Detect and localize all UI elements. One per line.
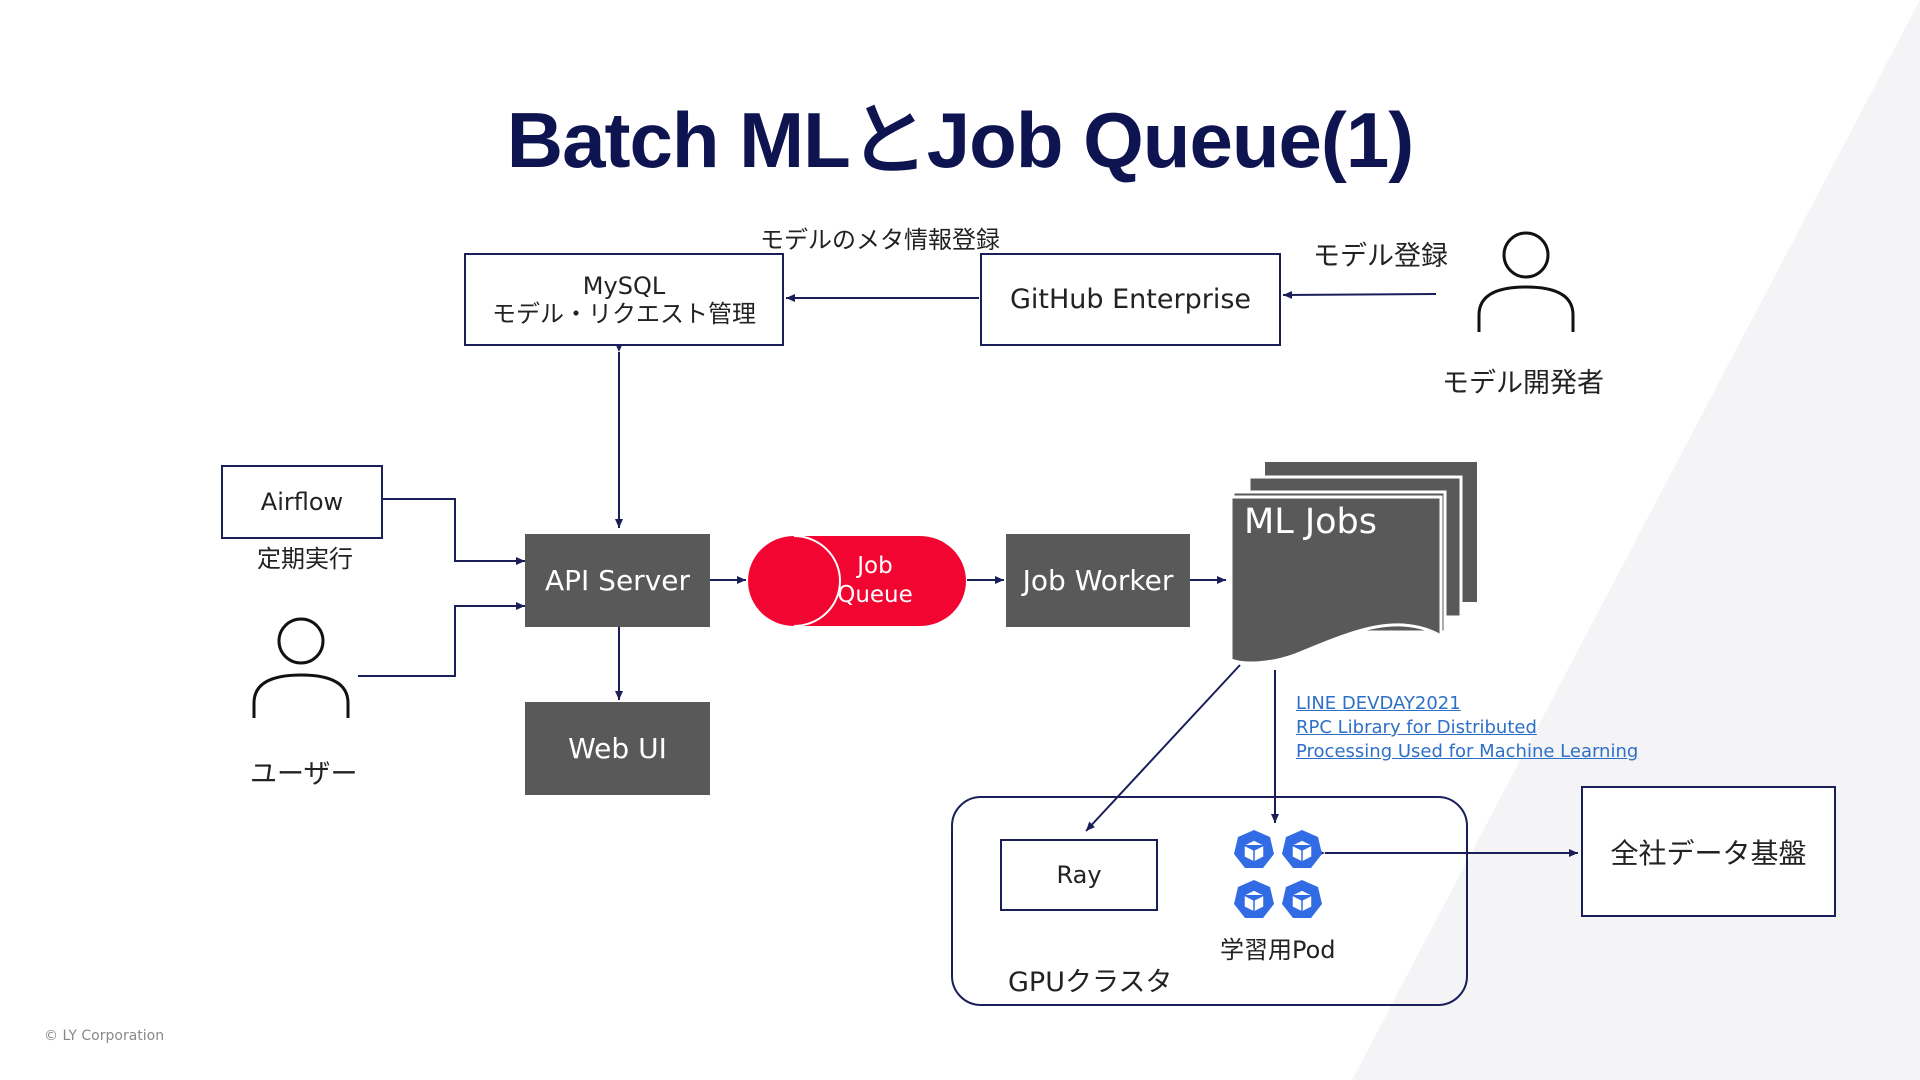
api-server-label: API Server xyxy=(544,564,691,597)
job-worker-box: Job Worker xyxy=(1006,534,1190,627)
arrow-airflow-api xyxy=(382,498,525,565)
airflow-box: Airflow xyxy=(221,465,383,539)
reference-link[interactable]: LINE DEVDAY2021 xyxy=(1296,693,1461,714)
mysql-label: MySQL xyxy=(582,271,666,300)
mysql-sublabel: モデル・リクエスト管理 xyxy=(492,299,756,328)
model-developer-label: モデル開発者 xyxy=(1442,368,1604,399)
kubernetes-pod-icon xyxy=(1282,830,1322,868)
kubernetes-pod-icon xyxy=(1234,880,1274,918)
periodic-run-label: 定期実行 xyxy=(257,545,353,573)
gpu-cluster-label: GPUクラスタ xyxy=(1008,967,1173,998)
reference-link[interactable]: Processing Used for Machine Learning xyxy=(1296,741,1639,762)
job-queue-cylinder xyxy=(748,535,966,627)
job-worker-label: Job Worker xyxy=(1022,564,1174,597)
github-enterprise-box: GitHub Enterprise xyxy=(980,253,1281,346)
kubernetes-pod-icon xyxy=(1282,880,1322,918)
job-queue-label-line2: Queue xyxy=(837,582,913,608)
person-icon xyxy=(1477,231,1575,332)
ray-label: Ray xyxy=(1056,861,1102,889)
web-ui-box: Web UI xyxy=(525,702,710,795)
mysql-box: MySQL モデル・リクエスト管理 xyxy=(464,253,784,346)
copyright-footer: © LY Corporation xyxy=(44,1028,165,1044)
arrow-user-api xyxy=(358,602,525,677)
airflow-label: Airflow xyxy=(260,488,344,516)
reference-link[interactable]: RPC Library for Distributed xyxy=(1296,717,1537,738)
kubernetes-pod-icons xyxy=(1234,830,1322,918)
ml-jobs-documents xyxy=(1229,462,1477,665)
gpu-cluster-container xyxy=(951,796,1468,1006)
ml-jobs-label: ML Jobs xyxy=(1244,502,1378,542)
ray-box: Ray xyxy=(1000,839,1158,911)
company-data-platform-box: 全社データ基盤 xyxy=(1581,786,1836,917)
kubernetes-pod-icon xyxy=(1234,830,1274,868)
model-register-label: モデル登録 xyxy=(1313,241,1448,272)
reference-links: LINE DEVDAY2021 RPC Library for Distribu… xyxy=(1296,692,1638,764)
arrow-developer-github xyxy=(1282,290,1437,299)
training-pod-label: 学習用Pod xyxy=(1220,936,1336,964)
github-enterprise-label: GitHub Enterprise xyxy=(1009,284,1252,315)
job-queue-label: Job Queue xyxy=(800,552,950,610)
meta-register-label: モデルのメタ情報登録 xyxy=(760,226,1000,254)
company-data-platform-label: 全社データ基盤 xyxy=(1610,836,1807,870)
api-server-box: API Server xyxy=(525,534,710,627)
web-ui-label: Web UI xyxy=(568,732,667,765)
person-icon xyxy=(252,617,350,718)
page-title: Batch MLとJob Queue(1) xyxy=(506,96,1414,184)
arrow-mljobs-ray xyxy=(1085,664,1241,832)
job-queue-label-line1: Job xyxy=(857,553,893,579)
user-label: ユーザー xyxy=(250,759,358,790)
